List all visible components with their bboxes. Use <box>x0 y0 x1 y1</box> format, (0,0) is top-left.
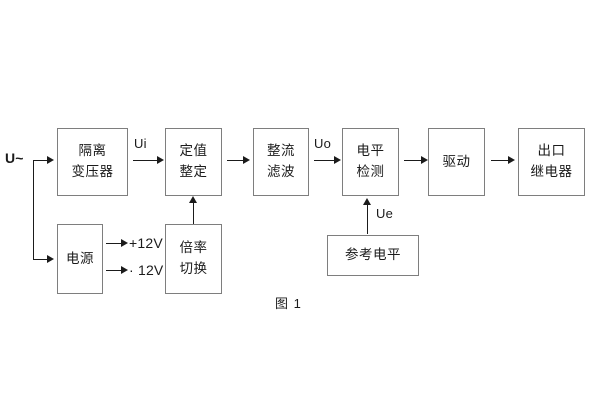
link-setting-to-rectify-arrowhead <box>243 155 250 164</box>
link-reference-to-detect-arrowhead <box>363 198 371 205</box>
link-rectify-to-detect-arrowhead <box>334 155 341 164</box>
block-reference-level-line-1: 参考电平 <box>345 247 401 263</box>
input-feed-power-arrowhead <box>47 254 54 263</box>
link-multiplier-to-setting-line <box>193 203 194 224</box>
link-setting-to-rectify-line <box>227 160 243 161</box>
block-setting-value-line-1: 定值 <box>179 143 208 159</box>
block-reference-level: 参考电平 <box>327 235 419 276</box>
figure-caption: 图 1 <box>275 296 302 311</box>
rail-positive-12v-arrowhead <box>121 238 128 247</box>
signal-label-ue: Ue <box>376 206 394 221</box>
rail-negative-12v-label: · 12V <box>129 262 164 278</box>
link-multiplier-to-setting-arrowhead <box>189 196 197 203</box>
block-multiplier-switch-line-1: 倍率 <box>179 240 208 256</box>
block-isolation-transformer-line-2: 变压器 <box>71 164 114 179</box>
rail-positive-12v-line <box>106 243 121 244</box>
input-feed-bottom-stub <box>33 259 47 260</box>
block-multiplier-switch: 倍率 切换 <box>165 224 222 294</box>
input-source-label: U~ <box>5 150 24 166</box>
rail-negative-12v-arrowhead <box>121 265 128 274</box>
link-drive-to-relay-arrowhead <box>508 155 515 164</box>
link-detect-to-drive-line <box>404 160 421 161</box>
block-drive-line-1: 驱动 <box>442 153 471 169</box>
block-output-relay-line-2: 继电器 <box>530 164 573 179</box>
block-power-supply-line-1: 电源 <box>66 250 94 266</box>
link-rectify-to-detect-line <box>314 160 334 161</box>
block-power-supply: 电源 <box>57 224 103 294</box>
signal-label-uo: Uo <box>314 136 332 151</box>
signal-label-ui: Ui <box>134 136 147 151</box>
block-rectify-filter-line-1: 整流 <box>267 143 295 159</box>
block-level-detect: 电平 检测 <box>342 128 399 196</box>
block-level-detect-line-1: 电平 <box>356 143 385 159</box>
link-transformer-to-setting-line <box>133 160 157 161</box>
rail-negative-12v-line <box>106 270 121 271</box>
block-drive: 驱动 <box>428 128 485 196</box>
rail-positive-12v-label: +12V <box>129 235 163 251</box>
block-output-relay-line-1: 出口 <box>537 143 566 159</box>
block-setting-value-line-2: 整定 <box>179 164 208 179</box>
input-feed-transformer-arrowhead <box>47 155 54 164</box>
block-rectify-filter-line-2: 滤波 <box>267 164 295 179</box>
block-multiplier-switch-line-2: 切换 <box>179 261 208 276</box>
block-isolation-transformer: 隔离 变压器 <box>57 128 128 196</box>
block-setting-value: 定值 整定 <box>165 128 222 196</box>
link-drive-to-relay-line <box>491 160 508 161</box>
block-level-detect-line-2: 检测 <box>356 164 385 179</box>
link-detect-to-drive-arrowhead <box>421 155 428 164</box>
block-rectify-filter: 整流 滤波 <box>253 128 309 196</box>
block-output-relay: 出口 继电器 <box>518 128 585 196</box>
input-feed-trunk <box>33 160 34 259</box>
link-transformer-to-setting-arrowhead <box>157 155 164 164</box>
block-isolation-transformer-line-1: 隔离 <box>78 143 107 159</box>
input-feed-top-stub <box>33 160 47 161</box>
link-reference-to-detect-line <box>367 205 368 234</box>
